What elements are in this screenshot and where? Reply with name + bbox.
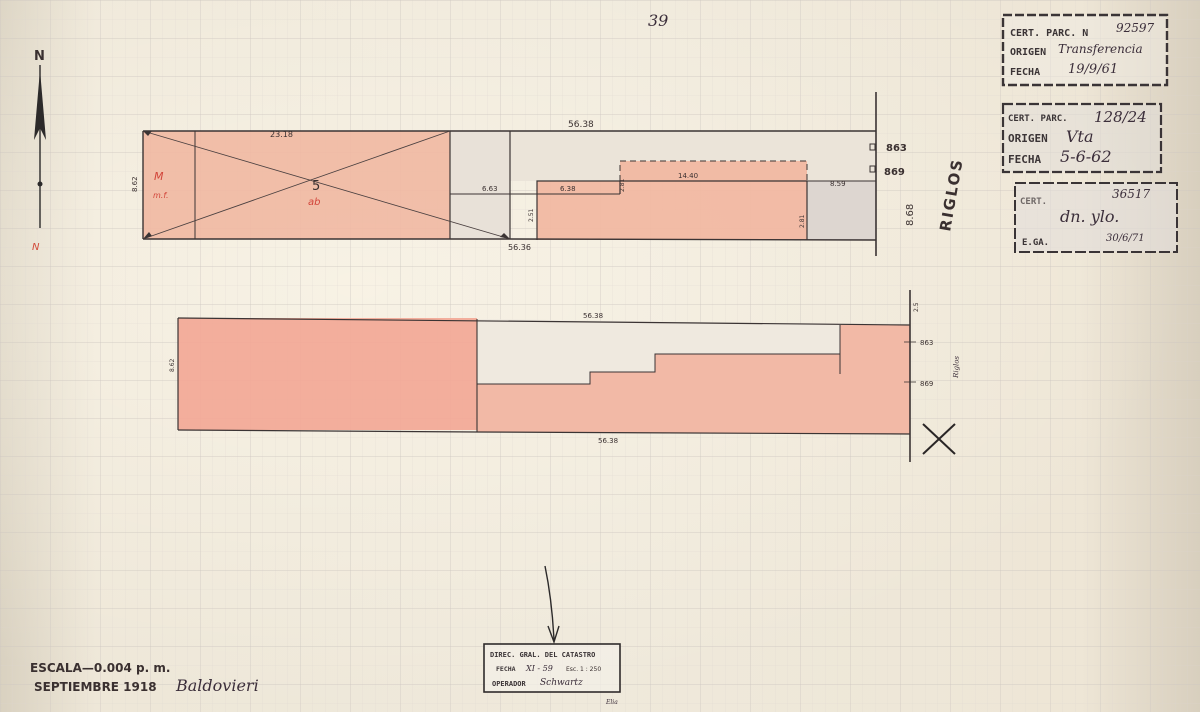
stamp4-value3: Schwartz — [540, 678, 583, 688]
footer-scale: ESCALA—0.004 p. m. — [30, 661, 170, 675]
stamp-3 — [1014, 182, 1178, 253]
stamp4-line3: OPERADOR — [492, 680, 527, 688]
cross-mark-icon — [922, 423, 956, 455]
stamp1-line2: ORIGEN — [1010, 47, 1046, 58]
bottom-lot-left — [178, 318, 477, 430]
bottom-door-2: 869 — [920, 380, 933, 388]
lot-number: 5 — [312, 179, 320, 194]
lot-left-code: M — [154, 170, 164, 183]
bottom-dim-side: 8.62 — [169, 358, 176, 372]
stamp-4 — [483, 643, 621, 693]
dim-step-a: 6.63 — [482, 185, 498, 193]
dim-step-c: 14.40 — [678, 172, 698, 180]
bottom-dim-top: 56.38 — [583, 312, 603, 320]
door-mark-863 — [869, 143, 876, 151]
bottom-building — [477, 325, 910, 434]
dim-side: 8.62 — [131, 176, 139, 192]
north-label-red: N — [32, 242, 40, 253]
dim-total-top: 56.38 — [568, 120, 594, 130]
right-end-block — [807, 181, 876, 240]
dim-vert-small-1: 2.51 — [528, 208, 535, 222]
dim-right-seg: 8.59 — [830, 180, 846, 188]
bottom-door-1: 863 — [920, 339, 933, 347]
stamp1-number: 92597 — [1116, 21, 1155, 35]
bottom-upper-open — [477, 319, 910, 384]
stamp4-line1: DIREC. GRAL. DEL CATASTRO — [490, 651, 595, 659]
lot-sub: ab — [308, 197, 320, 208]
north-label: N — [34, 49, 45, 64]
stamp1-value2: Transferencia — [1058, 42, 1143, 56]
stamp2-value3: 5-6-62 — [1060, 147, 1112, 166]
dim-vert-small-2: 2.81 — [619, 178, 626, 192]
tiny-note: Elia — [605, 699, 618, 706]
footer-date: SEPTIEMBRE 1918 — [34, 680, 157, 694]
dim-step-b: 6.38 — [560, 185, 576, 193]
dim-total-bottom: 56.36 — [508, 243, 531, 252]
dim-left-width: 23.18 — [270, 130, 293, 139]
bottom-dim-small: 2.5 — [913, 302, 920, 312]
page-number: 39 — [648, 11, 668, 30]
stamp2-number: 128/24 — [1094, 108, 1147, 126]
footer-signature: Baldovieri — [175, 676, 259, 695]
pointer-arrow-icon — [544, 565, 560, 645]
stamp3-number: 36517 — [1112, 187, 1151, 201]
door-number-2: 869 — [884, 167, 905, 178]
stamp1-line1: CERT. PARC. N — [1010, 28, 1088, 39]
door-number-1: 863 — [886, 143, 907, 154]
door-mark-869 — [869, 165, 876, 173]
stamp-1 — [1001, 13, 1169, 87]
stamp2-value2: Vta — [1066, 127, 1094, 146]
stamp4-line2: FECHA — [496, 665, 516, 673]
stamp3-line3: E.GA. — [1022, 238, 1049, 248]
stamp4-value2b: Esc. 1 : 250 — [566, 666, 601, 673]
plan-bottom — [177, 290, 916, 462]
lot-left-sub: m.f. — [153, 191, 169, 200]
north-arrow-icon — [34, 65, 46, 228]
lot-middle-open — [450, 131, 510, 239]
plan-top — [142, 92, 877, 256]
stamp3-value3: 30/6/71 — [1106, 233, 1145, 244]
stamp-2 — [1001, 102, 1163, 174]
bottom-street-label: Riglos — [952, 355, 961, 379]
dim-vert-right: 2.81 — [799, 214, 806, 228]
stamp2-line2: ORIGEN — [1008, 132, 1048, 145]
stamp3-value2: dn. ylo. — [1060, 207, 1119, 226]
stamp4-value2: XI - 59 — [525, 664, 553, 673]
street-dim: 8.68 — [905, 204, 916, 226]
stamp2-line3: FECHA — [1008, 153, 1041, 166]
stamp3-line1: CERT. — [1020, 197, 1047, 207]
stamp1-value3: 19/9/61 — [1068, 62, 1118, 77]
bottom-dim-bottom: 56.38 — [598, 437, 618, 445]
stamp1-line3: FECHA — [1010, 67, 1040, 78]
stamp2-line1: CERT. PARC. — [1008, 114, 1068, 124]
